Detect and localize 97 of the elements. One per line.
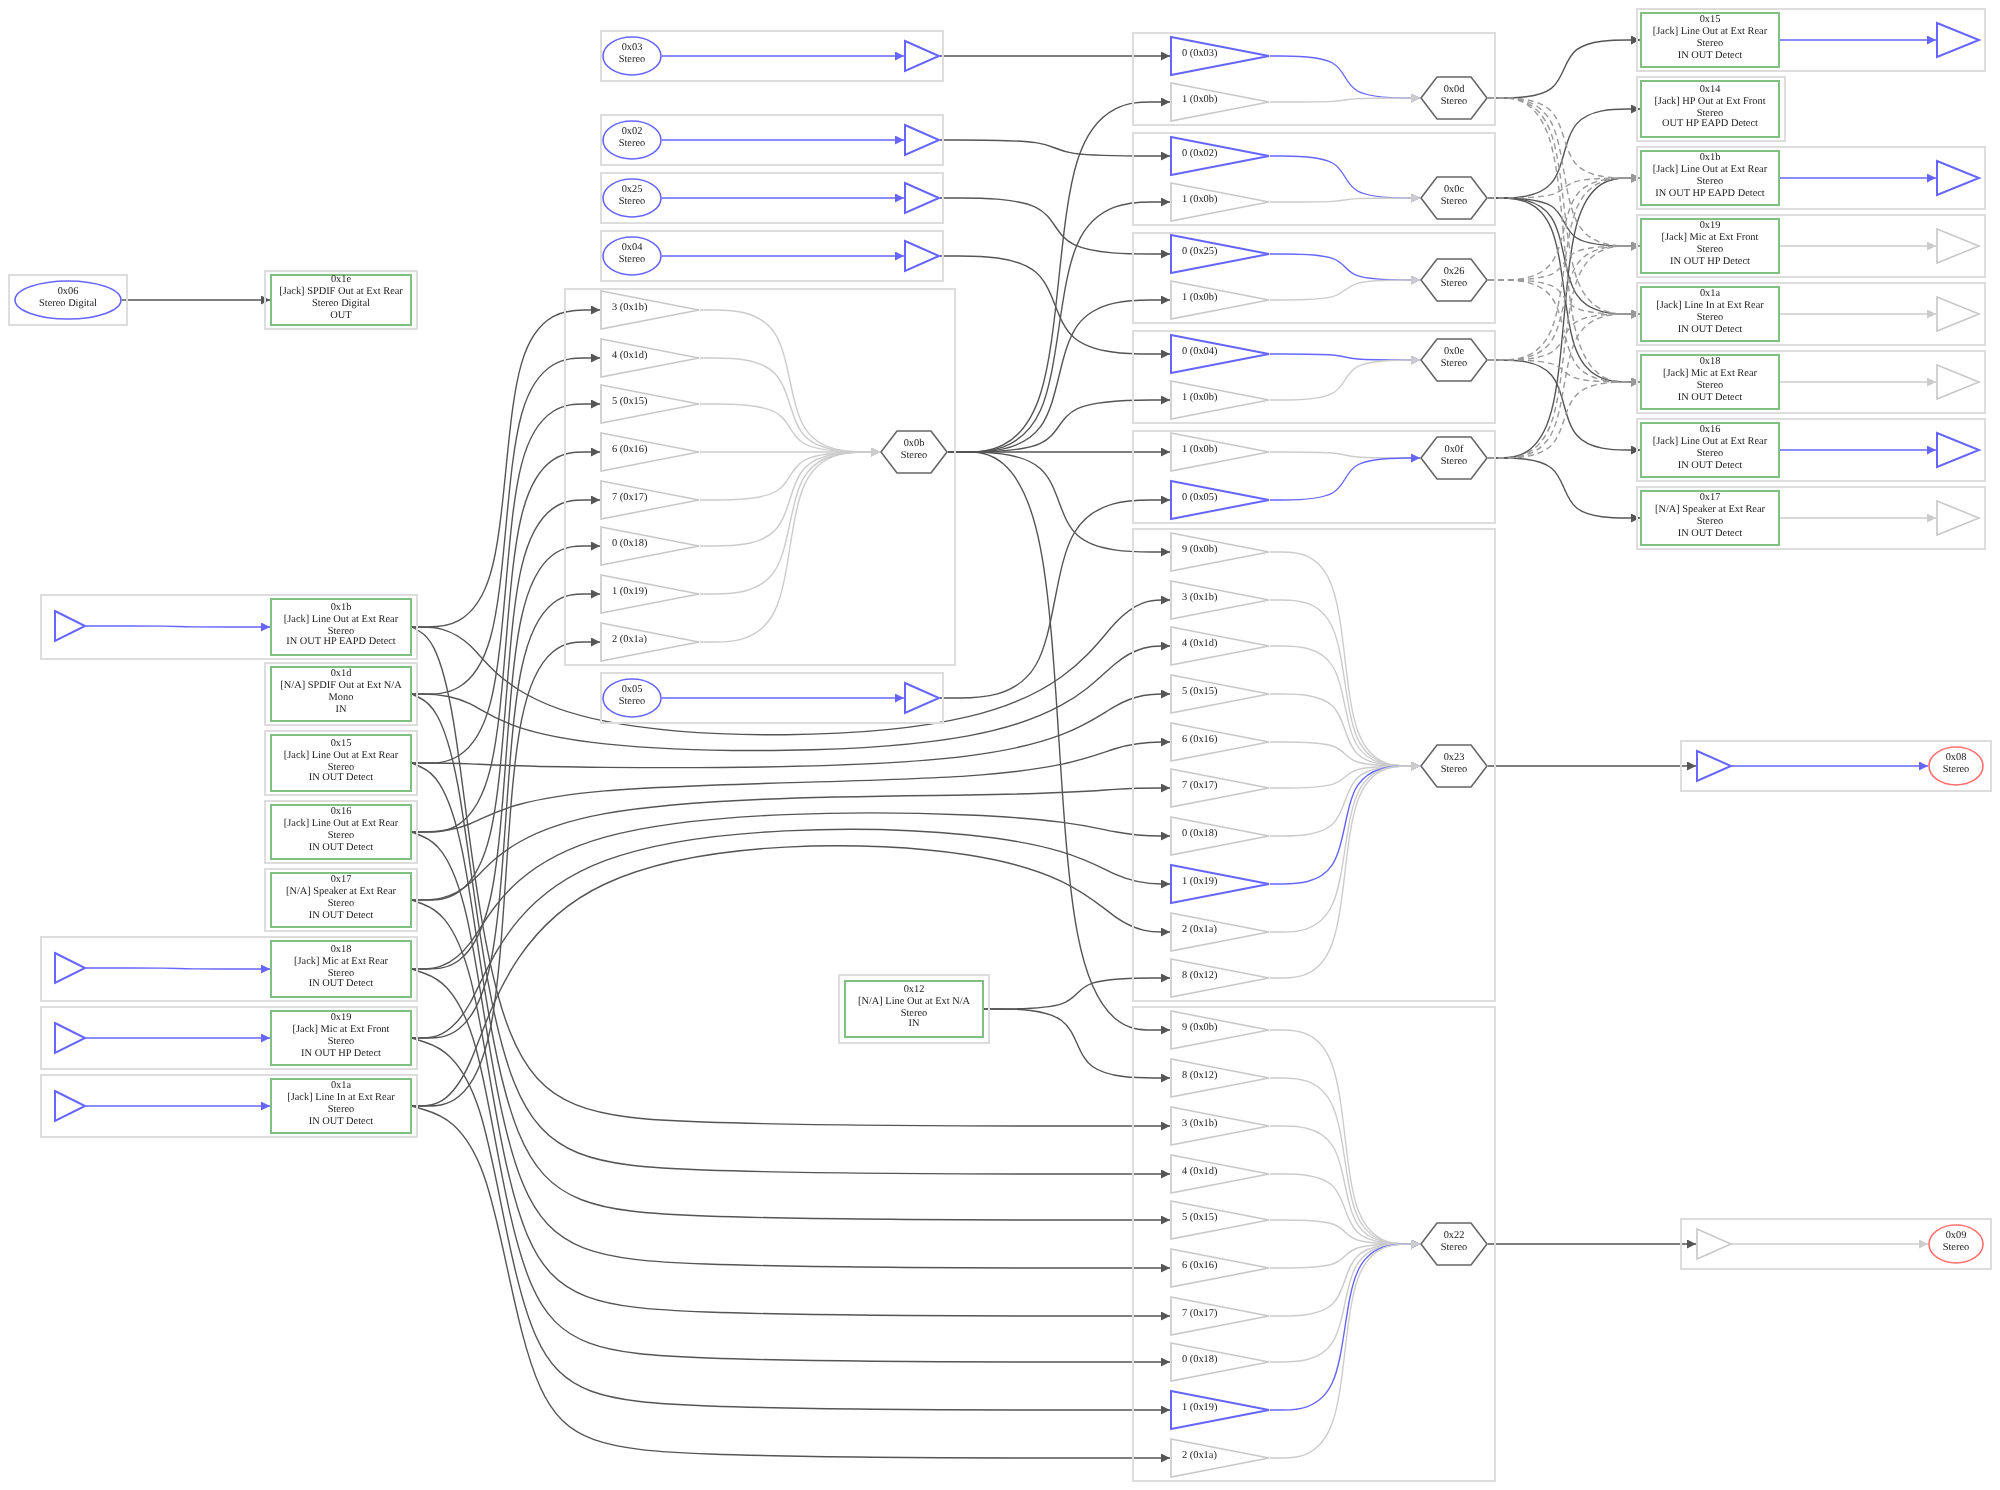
amplifier-triangle — [54, 1090, 86, 1122]
cluster-frame — [1132, 528, 1496, 1002]
amplifier-triangle — [1936, 364, 1980, 400]
cluster-frame — [1636, 214, 1986, 278]
cluster-frame — [600, 30, 944, 82]
signal-arrow — [411, 1037, 1171, 1415]
signal-arrow — [939, 197, 1171, 259]
cluster-frame — [1636, 8, 1986, 72]
amplifier-triangle — [1696, 1228, 1732, 1260]
signal-arrow — [411, 828, 1171, 1039]
signal-arrow — [411, 831, 1171, 1273]
signal-arrow — [411, 783, 1171, 901]
cluster-frame — [600, 172, 944, 224]
signal-arrow — [411, 595, 1171, 736]
amplifier-triangle — [904, 240, 940, 272]
cluster-frame — [40, 936, 418, 1002]
signal-arrow — [1269, 355, 1421, 401]
amplifier-triangle — [1936, 160, 1980, 196]
amplifier-triangle — [904, 182, 940, 214]
amplifier-triangle — [1936, 296, 1980, 332]
signal-arrow — [1487, 761, 1697, 771]
signal-arrow — [661, 51, 905, 61]
amplifier-triangle — [1936, 432, 1980, 468]
signal-arrow — [939, 495, 1171, 699]
cluster-frame — [1636, 486, 1986, 550]
signal-arrow — [121, 295, 271, 305]
signal-arrow — [1779, 173, 1937, 183]
signal-arrow — [411, 737, 1171, 833]
signal-arrow — [411, 626, 1171, 1131]
cluster-frame — [564, 288, 956, 666]
signal-arrow — [85, 1101, 271, 1111]
cluster-frame — [1636, 282, 1986, 346]
signal-arrow — [1779, 309, 1937, 319]
cluster-frame — [1680, 740, 1992, 792]
amplifier-triangle — [904, 124, 940, 156]
signal-arrow — [1779, 377, 1937, 387]
signal-arrow — [661, 193, 905, 203]
cluster-frame — [1680, 1218, 1992, 1270]
signal-arrow — [1779, 35, 1937, 45]
cluster-frame — [1132, 132, 1496, 226]
signal-arrow — [939, 51, 1171, 61]
cluster-frame — [1132, 330, 1496, 424]
cluster-frame — [40, 594, 418, 660]
amplifier-triangle — [54, 952, 86, 984]
signal-arrow — [661, 693, 905, 703]
amplifier-triangle — [54, 610, 86, 642]
signal-arrow — [1269, 761, 1421, 979]
cluster-frame — [1132, 430, 1496, 524]
signal-arrow — [1779, 445, 1937, 455]
cluster-frame — [40, 1074, 418, 1138]
signal-arrow — [411, 845, 1171, 1107]
signal-arrow — [1269, 1239, 1421, 1459]
amplifier-triangle — [1936, 500, 1980, 536]
amplifier-triangle — [54, 1022, 86, 1054]
signal-arrow — [983, 1008, 1171, 1083]
cluster-frame — [1132, 232, 1496, 324]
signal-arrow — [939, 139, 1171, 161]
signal-arrow — [661, 135, 905, 145]
cluster-frame — [600, 114, 944, 166]
signal-arrow — [85, 964, 271, 974]
cluster-frame — [600, 672, 944, 724]
signal-arrow — [1269, 275, 1421, 301]
signal-arrow — [411, 641, 1171, 752]
signal-arrow — [1487, 1239, 1697, 1249]
signal-arrow — [411, 689, 1171, 769]
signal-arrow — [1731, 1239, 1929, 1249]
signal-arrow — [411, 812, 1171, 970]
signal-arrow — [1269, 193, 1421, 203]
signal-arrow — [1269, 453, 1421, 501]
signal-arrow — [411, 693, 1171, 1179]
signal-arrow — [85, 1033, 271, 1043]
signal-arrow — [1779, 241, 1937, 251]
signal-arrow — [1487, 377, 1641, 459]
signal-arrow — [699, 447, 881, 643]
signal-arrow — [85, 622, 271, 632]
signal-arrow — [411, 899, 1171, 1321]
cluster-frame — [1636, 146, 1986, 210]
amplifier-triangle — [904, 40, 940, 72]
signal-arrow — [1731, 761, 1929, 771]
cluster-frame — [600, 230, 944, 282]
cluster-frame — [40, 1006, 418, 1070]
cluster-frame — [1636, 418, 1986, 482]
amplifier-triangle — [904, 682, 940, 714]
amplifier-triangle — [1696, 750, 1732, 782]
signal-arrow — [411, 762, 1171, 1225]
signal-arrow — [947, 451, 1171, 1035]
amplifier-triangle — [1936, 22, 1980, 58]
signal-arrow — [661, 251, 905, 261]
cluster-frame — [1132, 32, 1496, 126]
signal-arrow — [939, 255, 1171, 359]
cluster-frame — [1132, 1006, 1496, 1482]
cluster-frame — [1636, 350, 1986, 414]
signal-arrow — [1269, 93, 1421, 103]
signal-arrow — [411, 968, 1171, 1367]
amplifier-triangle — [1936, 228, 1980, 264]
signal-arrow — [1779, 513, 1937, 523]
signal-arrow — [411, 1105, 1171, 1463]
